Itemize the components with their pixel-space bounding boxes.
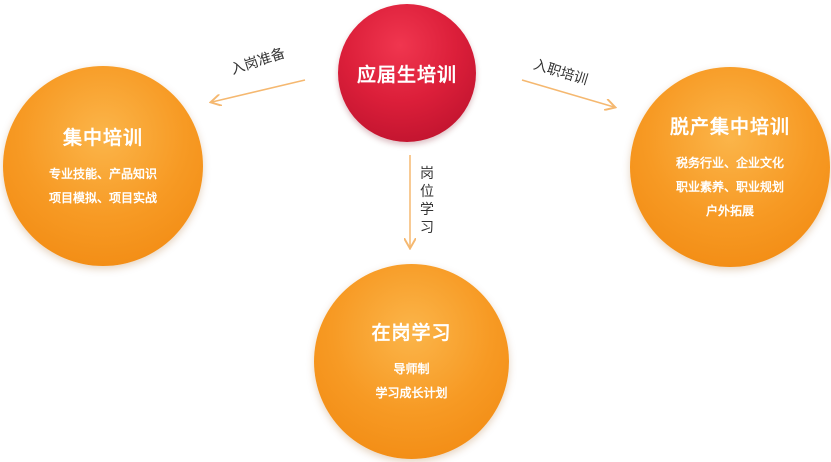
- bottom-node: 在岗学习 导师制 学习成长计划: [314, 264, 509, 459]
- left-node: 集中培训 专业技能、产品知识 项目模拟、项目实战: [3, 66, 203, 266]
- center-title: 应届生培训: [356, 63, 457, 86]
- arrow-to-right: [521, 79, 614, 107]
- bottom-line: 学习成长计划: [375, 386, 448, 400]
- right-node: 脱产集中培训 税务行业、企业文化 职业素养、职业规划 户外拓展: [630, 67, 830, 267]
- bottom-line: 导师制: [393, 362, 430, 376]
- right-title: 脱产集中培训: [669, 115, 790, 138]
- right-line: 户外拓展: [705, 203, 754, 218]
- left-line: 项目模拟、项目实战: [48, 190, 157, 205]
- left-line: 专业技能、产品知识: [48, 166, 157, 181]
- arrow-to-left: [212, 79, 306, 102]
- right-line: 职业素养、职业规划: [675, 179, 784, 194]
- bottom-title: 在岗学习: [371, 322, 452, 344]
- label-to-bottom: 岗位学习: [420, 166, 434, 236]
- right-line: 税务行业、企业文化: [675, 155, 784, 170]
- center-node: 应届生培训: [338, 4, 476, 142]
- left-title: 集中培训: [62, 126, 143, 149]
